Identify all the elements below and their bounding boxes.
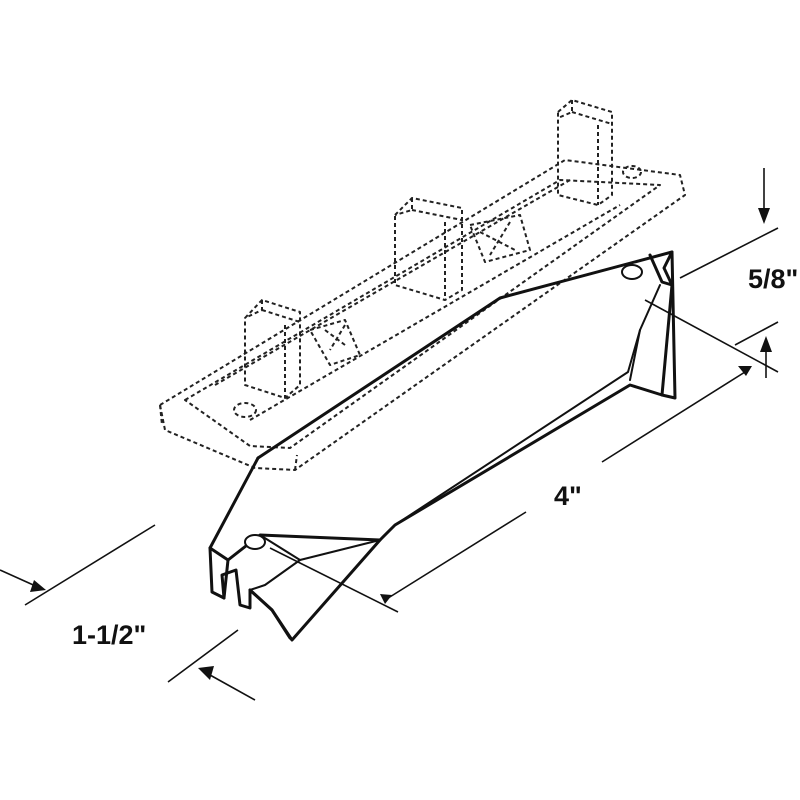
dimension-length [269,299,779,613]
dimension-label-length: 4" [554,481,582,511]
dimension-label-depth: 5/8" [748,264,799,294]
dimension-width [0,524,256,701]
bracket-outline [208,250,677,642]
bracket-hole-left [244,534,266,550]
dimension-depth [679,168,779,378]
bracket-hole-right [621,264,643,280]
dimension-label-width: 1-1/2" [72,620,147,650]
dashed-guide-base [159,99,686,471]
